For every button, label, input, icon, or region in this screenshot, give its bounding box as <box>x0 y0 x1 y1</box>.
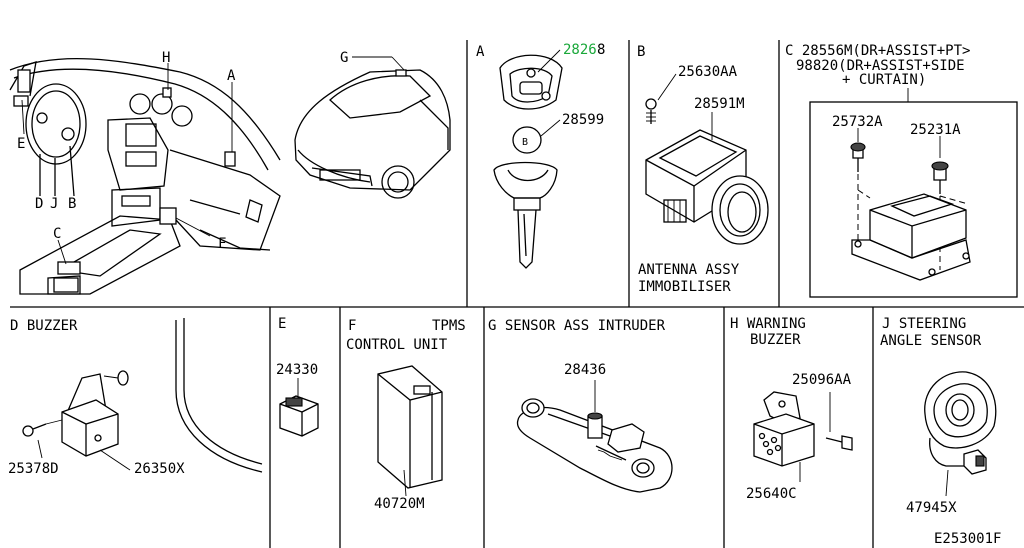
part-number-26350x[interactable]: 26350X <box>134 461 185 477</box>
part-number-suffix: 8 <box>597 42 605 58</box>
chip-letter: B <box>522 137 528 148</box>
panel-f-title-line-2: CONTROL UNIT <box>346 337 448 353</box>
antenna-caption-line-2: IMMOBILISER <box>638 279 731 295</box>
part-number-25640c[interactable]: 25640C <box>746 486 797 502</box>
panel-c-header-line-3: + CURTAIN) <box>842 72 926 88</box>
antenna-caption-line-1: ANTENNA ASSY <box>638 262 740 278</box>
part-number-highlighted[interactable]: 2826 <box>563 42 597 58</box>
dashboard-overview-illustration <box>9 57 281 295</box>
callout-g: G <box>340 50 348 66</box>
panel-f-letter: F <box>348 318 356 334</box>
callout-h: H <box>162 50 170 66</box>
panel-h-title-line-2: BUZZER <box>750 332 801 348</box>
panel-a-letter: A <box>476 44 485 60</box>
relay-e-illustration <box>279 378 319 437</box>
airbag-sensor-illustration <box>809 88 1018 298</box>
panel-j-title-line-2: ANGLE SENSOR <box>880 333 982 349</box>
part-number-24330[interactable]: 24330 <box>276 362 318 378</box>
part-number-28599[interactable]: 28599 <box>562 112 604 128</box>
panel-j-title-line-1: J STEERING <box>882 316 966 332</box>
part-number-25378d[interactable]: 25378D <box>8 461 59 477</box>
warning-buzzer-illustration <box>753 391 853 482</box>
callout-b: B <box>68 196 76 212</box>
car-overview-illustration <box>294 56 451 199</box>
panel-c-header-line-1: C 28556M(DR+ASSIST+PT> <box>785 43 970 59</box>
callout-d: D <box>35 196 43 212</box>
panel-f-title-line-1: TPMS <box>432 318 466 334</box>
diagram-code: E253001F <box>934 531 1001 547</box>
part-number-28436[interactable]: 28436 <box>564 362 606 378</box>
steering-angle-sensor-illustration <box>924 371 997 497</box>
part-number-25231a[interactable]: 25231A <box>910 122 961 138</box>
part-number-25630aa[interactable]: 25630AA <box>678 64 738 80</box>
intruder-sensor-illustration <box>516 380 673 493</box>
panel-c-header-line-2: 98820(DR+ASSIST+SIDE <box>796 58 965 74</box>
part-number-40720m[interactable]: 40720M <box>374 496 425 512</box>
callout-a: A <box>227 68 236 84</box>
panel-b-letter: B <box>637 44 645 60</box>
panel-dividers <box>10 40 1024 548</box>
immobiliser-antenna-illustration <box>645 73 769 245</box>
part-number-25096aa[interactable]: 25096AA <box>792 372 852 388</box>
buzzer-illustration <box>22 318 263 473</box>
callout-j: J <box>50 196 58 212</box>
callout-e: E <box>17 136 25 152</box>
panel-d-title: D BUZZER <box>10 318 78 334</box>
part-number-47945x[interactable]: 47945X <box>906 500 957 516</box>
part-number-28591m[interactable]: 28591M <box>694 96 745 112</box>
part-number-25732a[interactable]: 25732A <box>832 114 883 130</box>
panel-h-title-line-1: H WARNING <box>730 316 806 332</box>
callout-f: F <box>218 236 226 252</box>
key-fob-illustration <box>493 49 563 269</box>
tpms-control-unit-illustration <box>377 365 443 497</box>
panel-g-title: G SENSOR ASS INTRUDER <box>488 318 666 334</box>
panel-e-letter: E <box>278 316 286 332</box>
callout-c: C <box>53 226 61 242</box>
